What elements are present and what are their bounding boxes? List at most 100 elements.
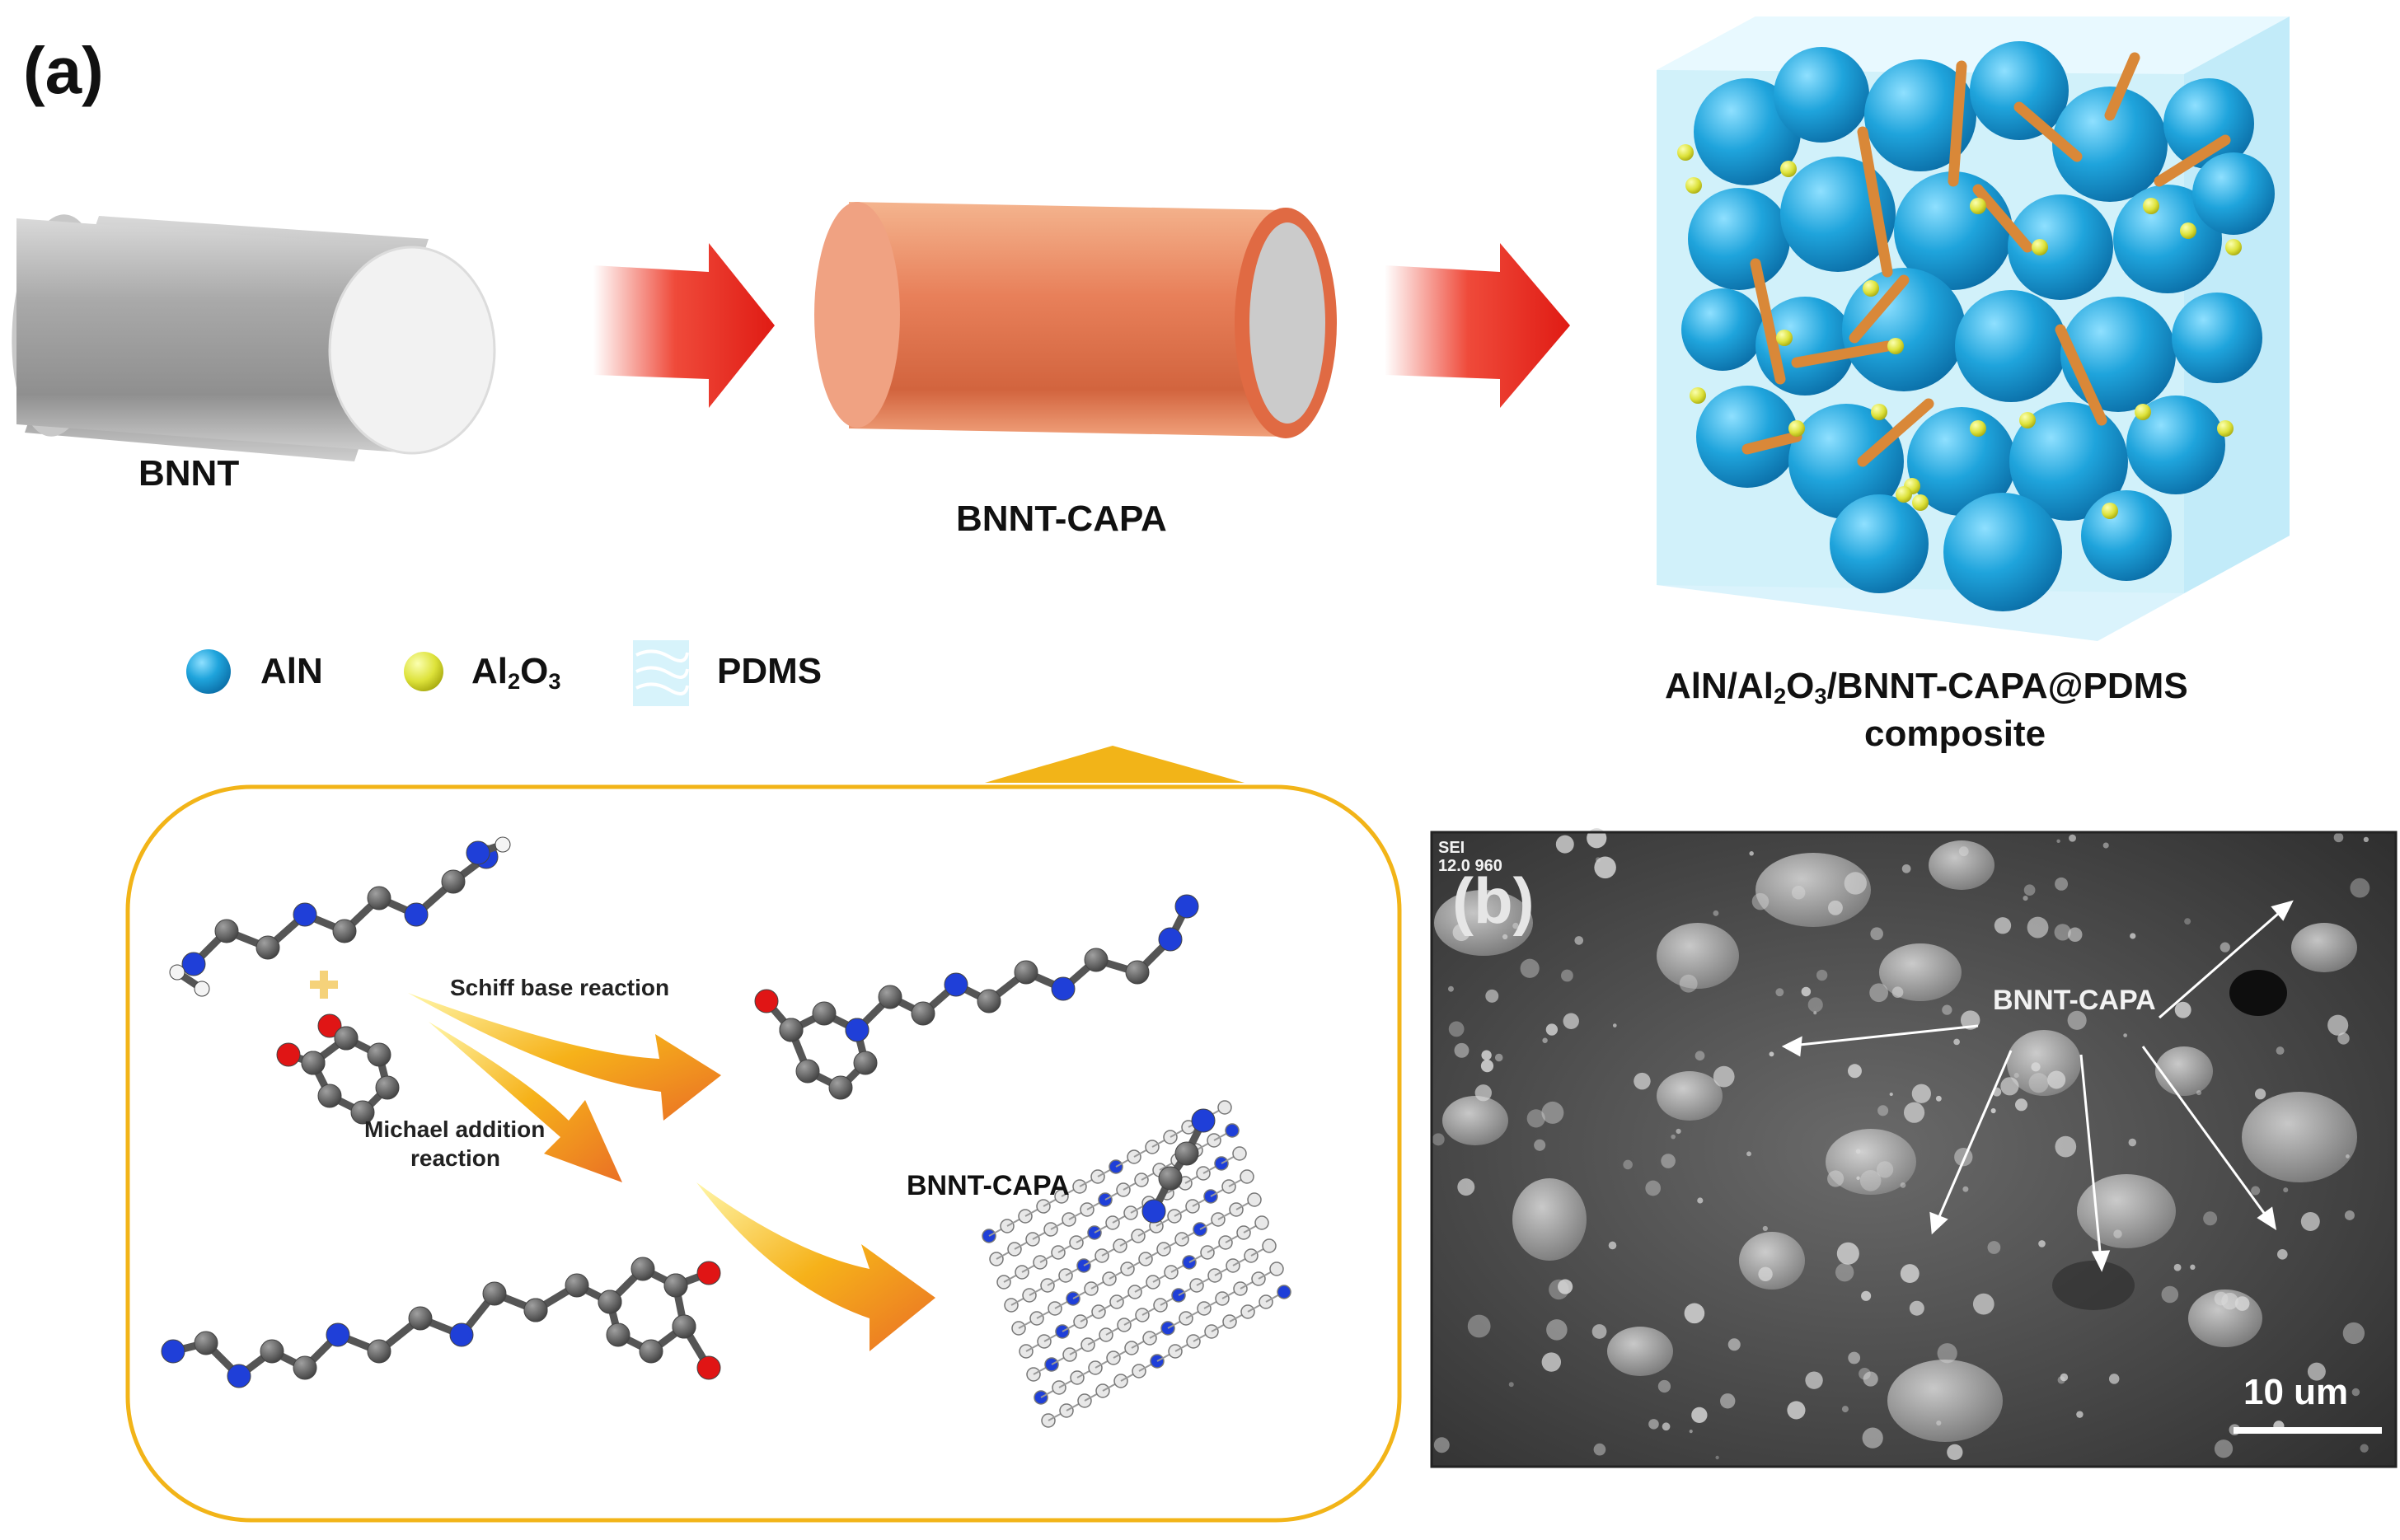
aln-legend-marker <box>186 649 231 694</box>
al2o3-particle <box>1912 494 1929 511</box>
al2o3-legend-label: Al2O3 <box>471 651 561 694</box>
composite-cube <box>1657 16 2290 641</box>
sem-annotation-arrows <box>1781 900 2294 1272</box>
sem-particle <box>2291 923 2357 972</box>
al2o3-particle <box>2135 404 2151 420</box>
bnnt-rod <box>2013 101 2083 162</box>
aln-sphere <box>2060 297 2176 412</box>
sem-bnnt-capa-label: BNNT-CAPA <box>1993 985 2156 1016</box>
al2o3-particle <box>1970 198 1986 214</box>
bnnt-capa-molecule-label: BNNT-CAPA <box>907 1170 1070 1201</box>
aln-sphere <box>2008 194 2113 300</box>
sem-particle <box>1826 1129 1916 1195</box>
bnnt-label: BNNT <box>138 453 240 494</box>
bnnt-rod <box>1791 340 1893 368</box>
aln-sphere <box>1864 59 1976 171</box>
process-arrow-2 <box>1385 243 1570 408</box>
aln-sphere <box>1830 494 1929 593</box>
bnnt-capa-tube <box>814 202 1337 438</box>
al2o3-particle <box>1780 161 1797 177</box>
sem-header-2: 12.0 960 <box>1438 857 1502 875</box>
al2o3-particle <box>2019 412 2036 428</box>
bnnt-rod <box>1741 431 1802 455</box>
aln-sphere <box>2172 293 2262 383</box>
al2o3-particle <box>1970 420 1986 437</box>
al2o3-particle <box>1863 280 1879 297</box>
al2o3-particle <box>1690 387 1706 404</box>
sem-particle <box>1442 1096 1508 1145</box>
plus-icon <box>310 971 338 999</box>
aln-sphere <box>2113 185 2222 293</box>
al2o3-particle <box>1887 338 1904 354</box>
sem-particle <box>1929 840 1995 890</box>
sem-particle <box>2155 1046 2213 1096</box>
bnnt-rod <box>1849 274 1910 344</box>
schiff-base-label: Schiff base reaction <box>450 975 670 1000</box>
al2o3-particle <box>1677 144 1694 161</box>
aln-sphere <box>1955 290 2067 402</box>
michael-addition-label: Michael addition <box>364 1116 546 1142</box>
al2o3-particle <box>2180 222 2196 239</box>
aln-sphere <box>1774 47 1869 143</box>
panel-a-label: (a) <box>23 34 104 107</box>
molecules <box>161 836 1291 1428</box>
aln-sphere <box>1842 268 1966 391</box>
aln-sphere <box>1943 493 2062 611</box>
sem-particle <box>1512 1178 1587 1261</box>
aln-sphere <box>1907 407 2016 516</box>
bnnt-rod <box>1948 60 1967 187</box>
bnnt-rod <box>2055 324 2107 426</box>
composite-title: AlN/Al2O3/BNNT-CAPA@PDMS <box>1665 666 2188 709</box>
bnnt-rod <box>1857 398 1934 467</box>
scale-bar <box>2234 1427 2382 1434</box>
sem-particle <box>2242 1092 2357 1182</box>
sem-particle <box>1879 943 1962 1001</box>
composite-subtitle: composite <box>1864 714 2046 754</box>
al2o3-particle <box>1776 330 1793 346</box>
aln-sphere <box>2126 396 2225 494</box>
sem-particle <box>1607 1327 1673 1376</box>
sem-header-1: SEI <box>1438 839 1465 857</box>
bnnt-tube <box>12 214 496 461</box>
aln-sphere <box>2009 402 2128 521</box>
al2o3-particle <box>2143 198 2159 214</box>
sem-particle <box>2077 1174 2176 1248</box>
al2o3-legend-marker <box>404 652 443 691</box>
al2o3-particle <box>2102 503 2118 519</box>
reaction-frame <box>125 746 1402 1523</box>
aln-sphere <box>1696 386 1798 488</box>
aln-sphere <box>2052 87 2168 202</box>
bnnt-rod <box>1750 258 1786 385</box>
michael-reaction-arrow <box>429 1022 622 1182</box>
bnnt-capa-label: BNNT-CAPA <box>956 499 1167 539</box>
al2o3-particle <box>1896 486 1912 503</box>
al2o3-particle <box>2217 420 2234 437</box>
schiff-reaction-arrow <box>408 993 721 1121</box>
bnnt-rod <box>2154 134 2231 187</box>
aln-sphere <box>2192 152 2275 235</box>
bnnt-rod <box>2104 52 2140 121</box>
al2o3-particle <box>1685 177 1702 194</box>
pdms-legend-marker <box>633 640 689 706</box>
al2o3-particle <box>2225 239 2242 255</box>
michael-addition-label-2: reaction <box>410 1145 500 1171</box>
aln-sphere <box>1694 78 1801 185</box>
sem-particle <box>1887 1360 2003 1442</box>
bnnt-capa-reaction-arrow <box>696 1182 935 1351</box>
sem-particle <box>1657 923 1739 989</box>
sem-image <box>1430 828 2398 1468</box>
aln-sphere <box>2163 78 2254 169</box>
process-arrow-1 <box>593 243 775 408</box>
aln-sphere <box>1681 288 1764 371</box>
aln-legend-label: AlN <box>260 651 323 691</box>
pdms-legend-label: PDMS <box>717 651 823 691</box>
aln-sphere <box>1688 188 1790 290</box>
bnnt-rod <box>1857 126 1893 278</box>
scale-bar-label: 10 um <box>2243 1372 2349 1412</box>
sem-particle <box>1739 1232 1805 1290</box>
aln-sphere <box>1970 41 2069 140</box>
aln-sphere <box>1788 404 1904 519</box>
al2o3-particle <box>1871 404 1887 420</box>
bnnt-rod <box>1972 184 2033 253</box>
